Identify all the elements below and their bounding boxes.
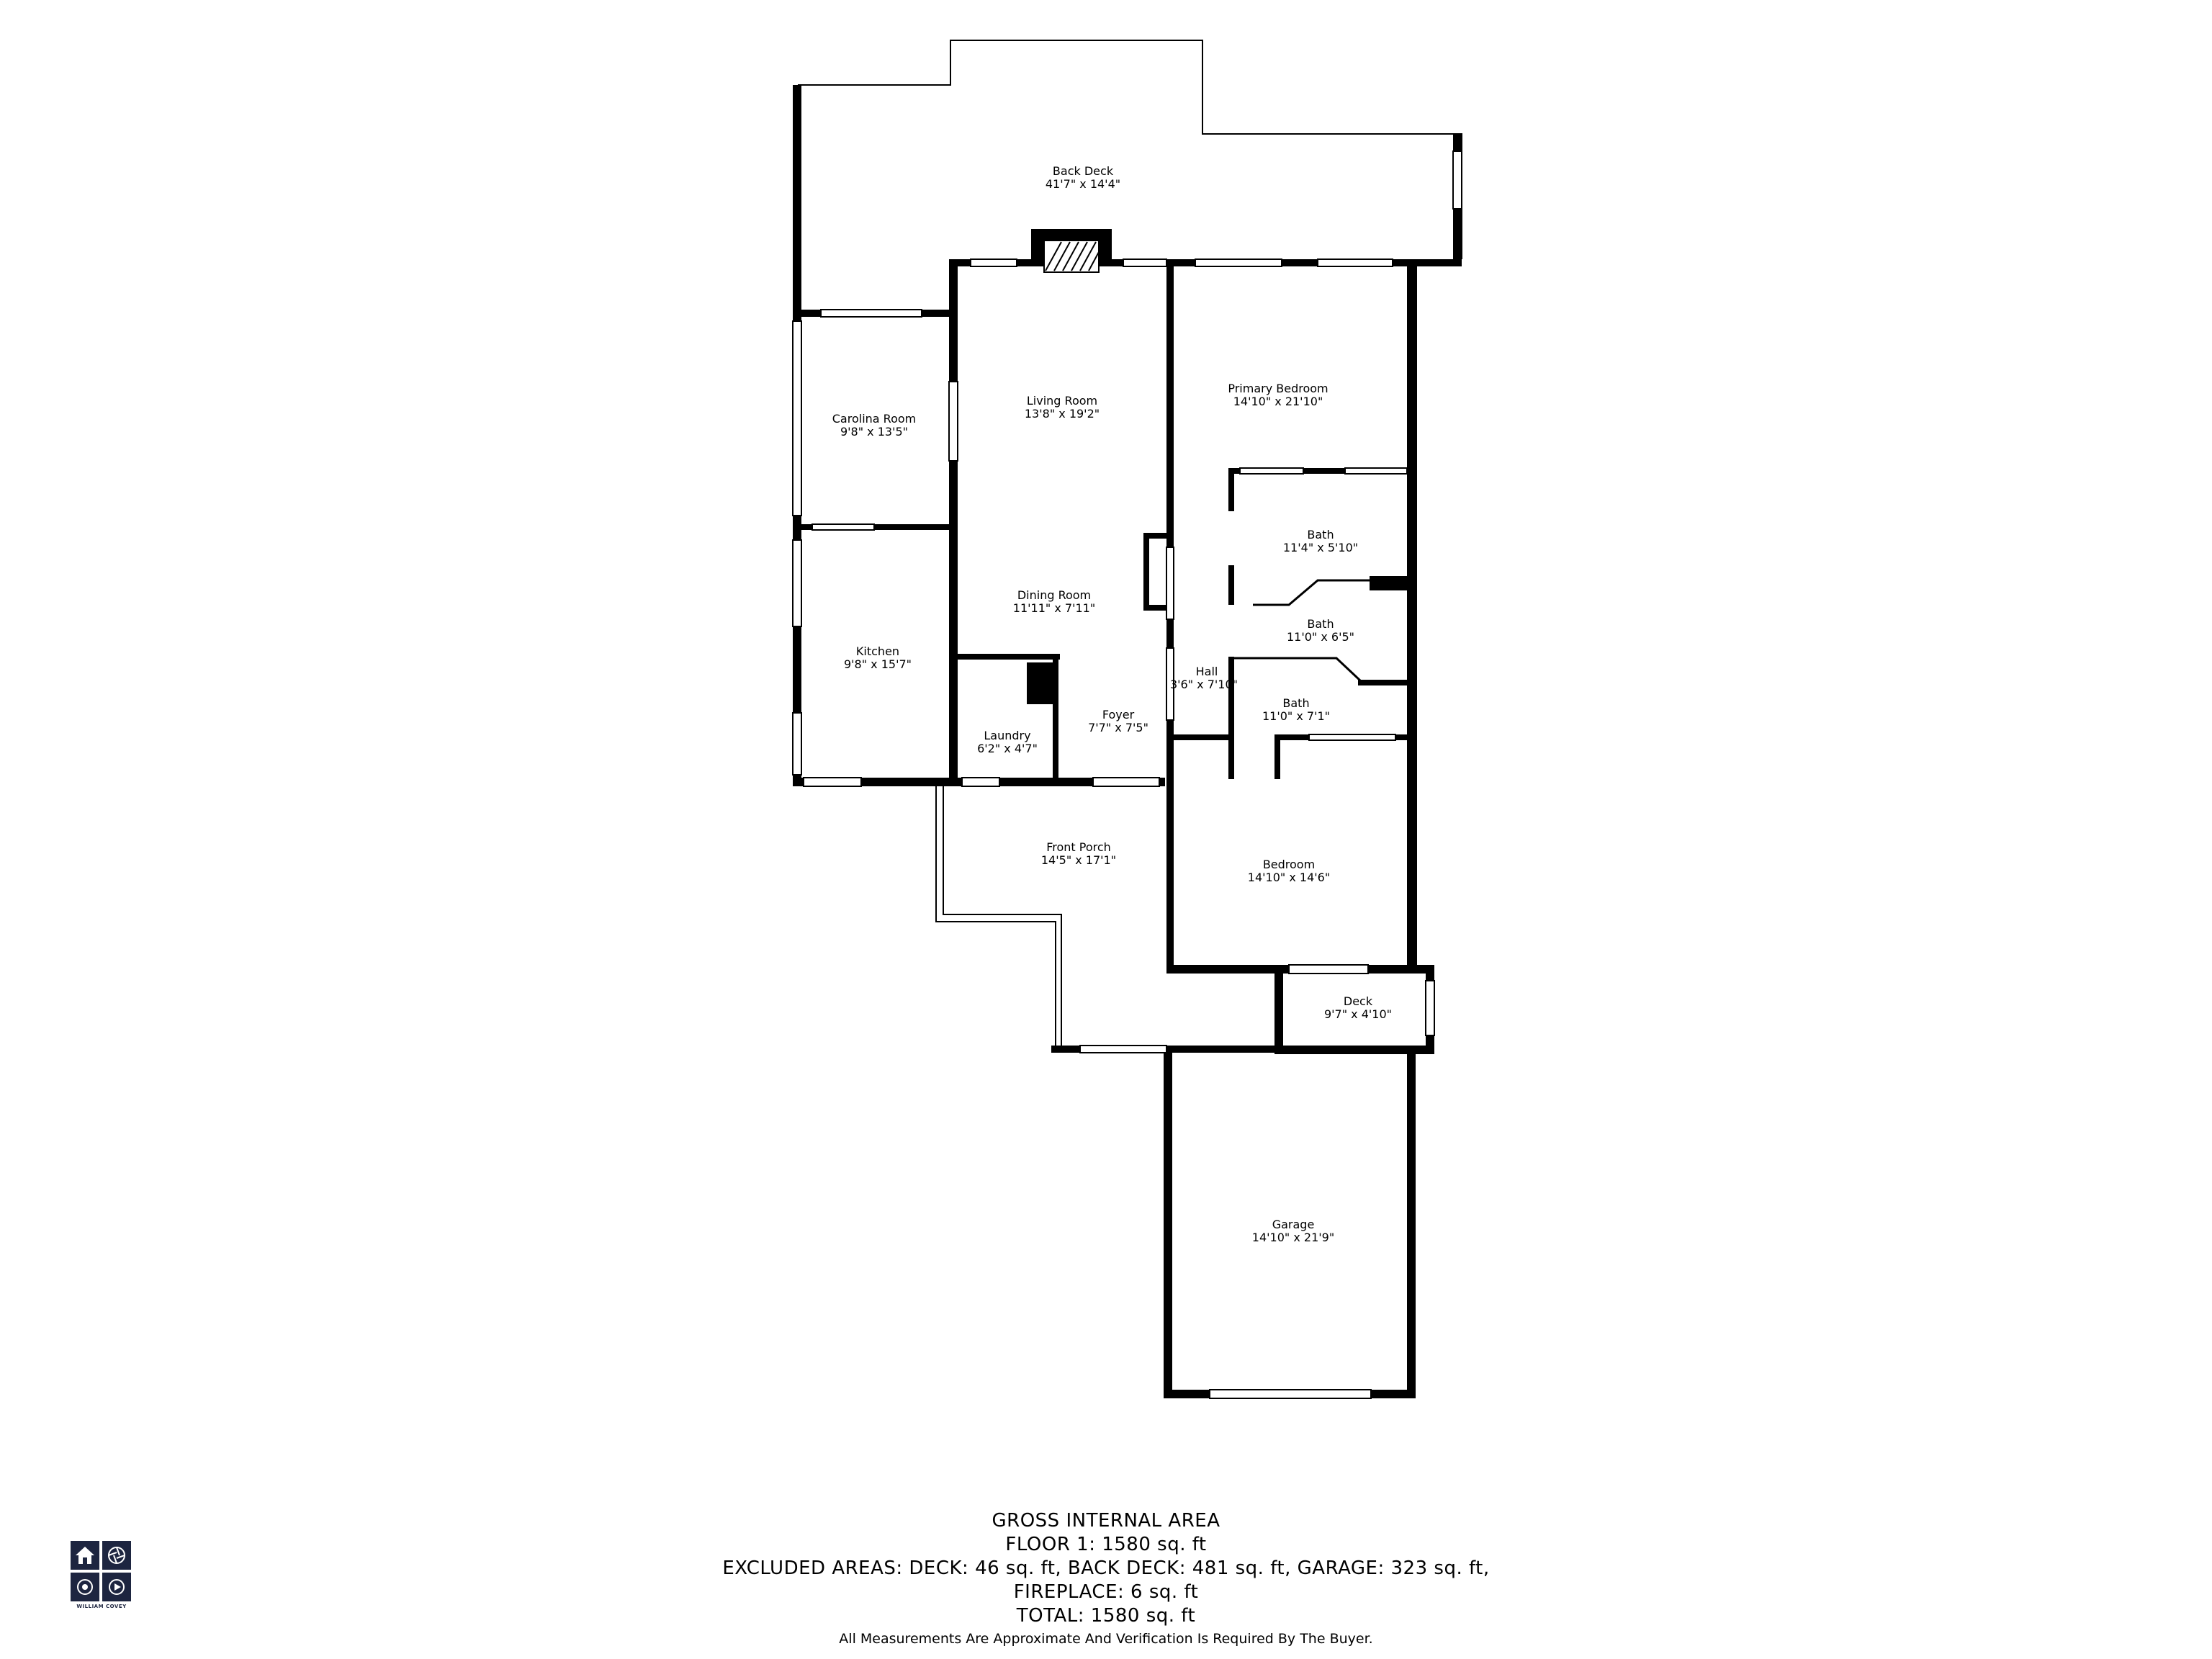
svg-text:11'4" x 5'10": 11'4" x 5'10" xyxy=(1283,541,1358,554)
label-dining-room: Dining Room xyxy=(1017,588,1091,602)
label-living-room: Living Room xyxy=(1027,394,1097,408)
summary-floor: FLOOR 1: 1580 sq. ft xyxy=(1005,1534,1207,1555)
label-garage: Garage xyxy=(1272,1218,1315,1231)
label-bath-1: Bath xyxy=(1307,528,1334,541)
label-foyer: Foyer xyxy=(1102,708,1135,721)
svg-text:9'8" x 15'7": 9'8" x 15'7" xyxy=(844,657,912,671)
room-labels: Back Deck 41'7" x 14'4" Living Room 13'8… xyxy=(832,164,1392,1244)
svg-text:14'10" x 21'9": 14'10" x 21'9" xyxy=(1252,1231,1334,1244)
brand-logo: WILLIAM COVEY xyxy=(71,1541,132,1609)
label-hall: Hall xyxy=(1196,665,1218,678)
label-kitchen: Kitchen xyxy=(856,644,899,658)
label-primary-bedroom: Primary Bedroom xyxy=(1228,382,1328,395)
label-front-porch: Front Porch xyxy=(1046,840,1111,854)
svg-text:11'11" x 7'11": 11'11" x 7'11" xyxy=(1013,601,1095,615)
exterior-walls xyxy=(793,85,1462,1398)
summary-fireplace: FIREPLACE: 6 sq. ft xyxy=(1013,1581,1199,1603)
windows xyxy=(792,150,1462,1399)
svg-text:9'8" x 13'5": 9'8" x 13'5" xyxy=(840,425,908,439)
svg-text:13'8" x 19'2": 13'8" x 19'2" xyxy=(1025,407,1100,421)
play-icon xyxy=(102,1573,131,1601)
summary-excluded: EXCLUDED AREAS: DECK: 46 sq. ft, BACK DE… xyxy=(722,1557,1490,1579)
summary-heading: GROSS INTERNAL AREA xyxy=(992,1510,1220,1532)
svg-text:9'7" x 4'10": 9'7" x 4'10" xyxy=(1324,1007,1392,1021)
summary-disclaimer: All Measurements Are Approximate And Ver… xyxy=(839,1631,1373,1647)
label-laundry: Laundry xyxy=(984,729,1030,742)
svg-text:3'6" x 7'10": 3'6" x 7'10" xyxy=(1170,678,1238,691)
front-porch-outline xyxy=(935,785,1056,1051)
label-deck: Deck xyxy=(1344,994,1373,1008)
fireplace xyxy=(1031,229,1112,273)
svg-text:14'10" x 14'6": 14'10" x 14'6" xyxy=(1248,871,1330,884)
back-deck-outline xyxy=(798,40,1462,259)
label-carolina-room: Carolina Room xyxy=(832,412,916,426)
label-back-deck: Back Deck xyxy=(1053,164,1114,178)
brand-name: WILLIAM COVEY xyxy=(76,1604,127,1609)
area-summary: GROSS INTERNAL AREA FLOOR 1: 1580 sq. ft… xyxy=(0,1509,2212,1650)
svg-text:7'7" x 7'5": 7'7" x 7'5" xyxy=(1088,721,1148,734)
svg-text:14'5" x 17'1": 14'5" x 17'1" xyxy=(1041,853,1116,867)
camera-lens-icon xyxy=(71,1573,99,1601)
aperture-icon xyxy=(102,1541,131,1570)
summary-total: TOTAL: 1580 sq. ft xyxy=(1016,1605,1196,1627)
svg-text:11'0" x 7'1": 11'0" x 7'1" xyxy=(1262,709,1330,723)
svg-text:6'2" x 4'7": 6'2" x 4'7" xyxy=(977,742,1038,755)
svg-text:14'10" x 21'10": 14'10" x 21'10" xyxy=(1233,395,1323,408)
svg-text:11'0" x 6'5": 11'0" x 6'5" xyxy=(1287,630,1354,644)
svg-text:41'7" x 14'4": 41'7" x 14'4" xyxy=(1046,177,1120,191)
label-bedroom: Bedroom xyxy=(1263,858,1315,871)
label-bath-3: Bath xyxy=(1282,696,1309,710)
house-icon xyxy=(71,1541,99,1570)
label-bath-2: Bath xyxy=(1307,617,1334,631)
